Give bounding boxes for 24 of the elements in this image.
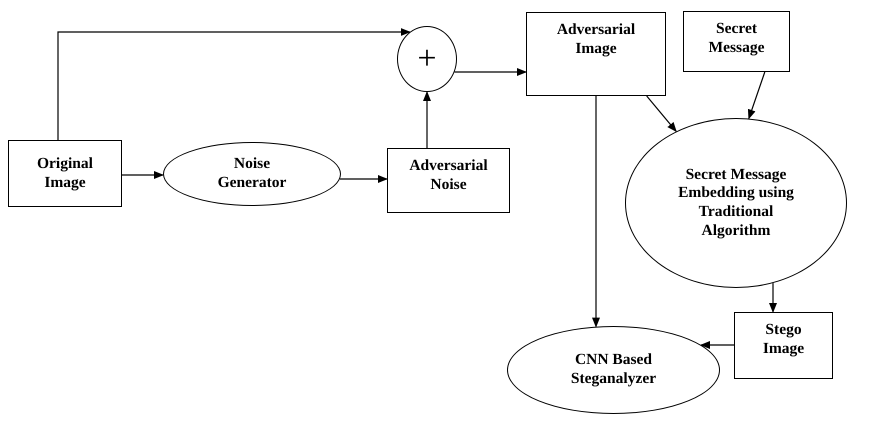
process-box [683, 11, 790, 72]
node-label: Stego Image [762, 321, 806, 358]
node-label: Adversarial Noise [408, 157, 489, 194]
arrow [423, 91, 431, 148]
node-label: Adversarial Image [556, 21, 636, 58]
process-box [734, 312, 833, 379]
arrow [592, 96, 600, 328]
plus-sign: + [417, 38, 437, 79]
arrow [340, 175, 388, 183]
process-box [8, 140, 122, 207]
arrow [769, 283, 777, 313]
node-label: Secret Message [708, 20, 766, 58]
node-label: Original Image [36, 154, 94, 192]
process-box [526, 12, 666, 96]
node-label: Secret Message Embedding using Traditional Algorithm [677, 166, 795, 240]
arrow [454, 68, 527, 76]
node-label: Noise Generator [216, 155, 288, 193]
arrow [57, 28, 411, 140]
arrow [646, 96, 677, 132]
arrow [700, 341, 734, 349]
arrow [748, 72, 766, 120]
node-label: CNN Based Steganalyzer [570, 351, 658, 389]
arrow [122, 171, 164, 179]
process-box [387, 148, 510, 213]
